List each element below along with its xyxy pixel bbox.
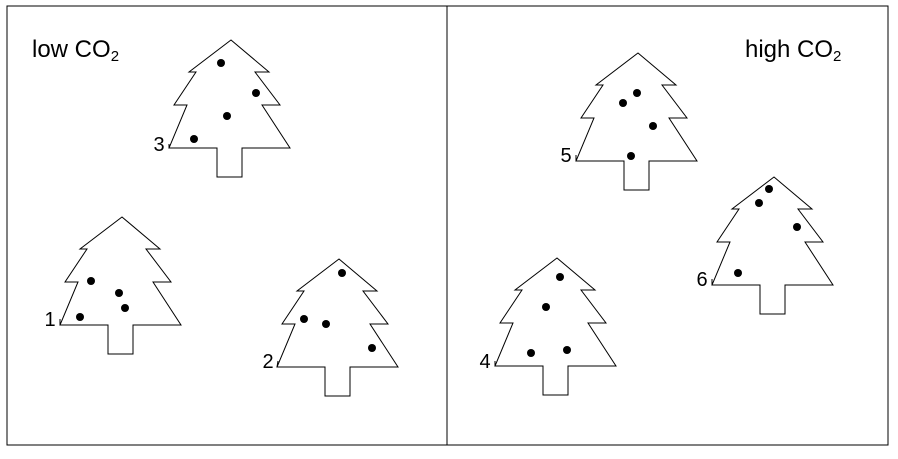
ornament-dot (793, 223, 801, 231)
tree-5: 5 (560, 52, 698, 191)
ornament-dot (734, 269, 742, 277)
tree-6: 6 (696, 176, 834, 315)
panel-label-high-co2: high CO2 (745, 36, 842, 65)
tree-2: 2 (262, 258, 399, 397)
panel-label-low-co2: low CO2 (32, 36, 120, 65)
tree-3: 3 (153, 39, 291, 178)
tree-outline (168, 39, 291, 178)
tree-label: 5 (560, 145, 571, 167)
tree-outline (575, 52, 698, 191)
tree-4: 4 (479, 257, 617, 396)
tree-label: 4 (479, 351, 490, 373)
ornament-dot (563, 346, 571, 354)
ornament-dot (217, 59, 225, 67)
panel-right (446, 5, 889, 446)
ornament-dot (527, 349, 535, 357)
ornament-dot (87, 277, 95, 285)
ornament-dot (649, 122, 657, 130)
ornament-dot (300, 315, 308, 323)
ornament-dot (121, 304, 129, 312)
tree-label: 1 (44, 309, 55, 331)
ornament-dot (765, 185, 773, 193)
ornament-dot (368, 344, 376, 352)
tree-outline (59, 216, 182, 355)
tree-label: 2 (262, 351, 273, 373)
ornament-dot (76, 313, 84, 321)
trees-layer: 1 2 3 4 5 6 (44, 39, 834, 397)
ornament-dot (542, 303, 550, 311)
ornament-dot (619, 99, 627, 107)
tree-1: 1 (44, 216, 182, 355)
ornament-dot (115, 289, 123, 297)
ornament-dot (627, 152, 635, 160)
tree-outline (276, 258, 399, 397)
tree-outline (711, 176, 834, 315)
ornament-dot (633, 89, 641, 97)
ornament-dot (556, 273, 564, 281)
ornament-dot (322, 320, 330, 328)
tree-label: 6 (696, 269, 707, 291)
ornament-dot (190, 135, 198, 143)
ornament-dot (338, 269, 346, 277)
ornament-dot (252, 89, 260, 97)
tree-outline (494, 257, 617, 396)
tree-label: 3 (153, 134, 164, 156)
ornament-dot (223, 112, 231, 120)
tree-label-leader (276, 360, 279, 368)
ornament-dot (755, 199, 763, 207)
